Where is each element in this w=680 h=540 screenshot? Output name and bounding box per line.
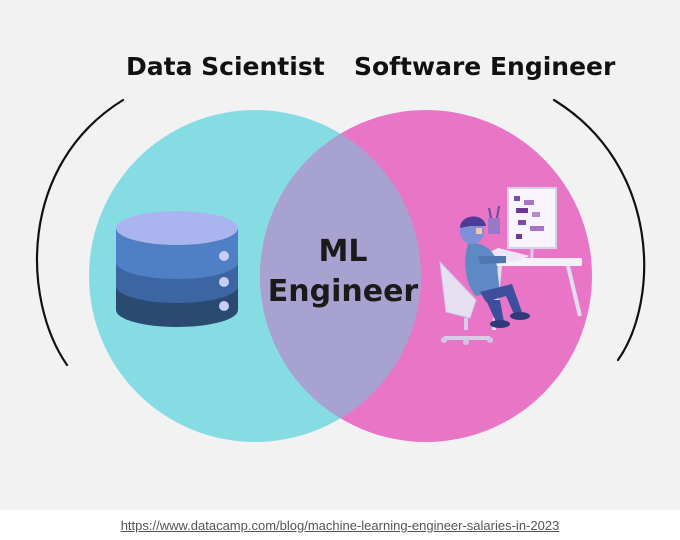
software-engineer-label: Software Engineer (354, 52, 616, 81)
venn-diagram (35, 98, 646, 442)
source-link[interactable]: https://www.datacamp.com/blog/machine-le… (120, 518, 560, 533)
ml-engineer-line2: Engineer (267, 274, 419, 309)
database-icon (116, 211, 238, 327)
left-bracket-arc (35, 98, 125, 367)
ml-engineer-overlap (260, 110, 421, 442)
ml-engineer-label: ML Engineer (248, 232, 438, 312)
right-bracket-arc (552, 98, 646, 362)
developer-at-desk-icon (439, 187, 582, 345)
data-scientist-label: Data Scientist (126, 52, 325, 81)
ml-engineer-line1: ML (318, 234, 368, 269)
